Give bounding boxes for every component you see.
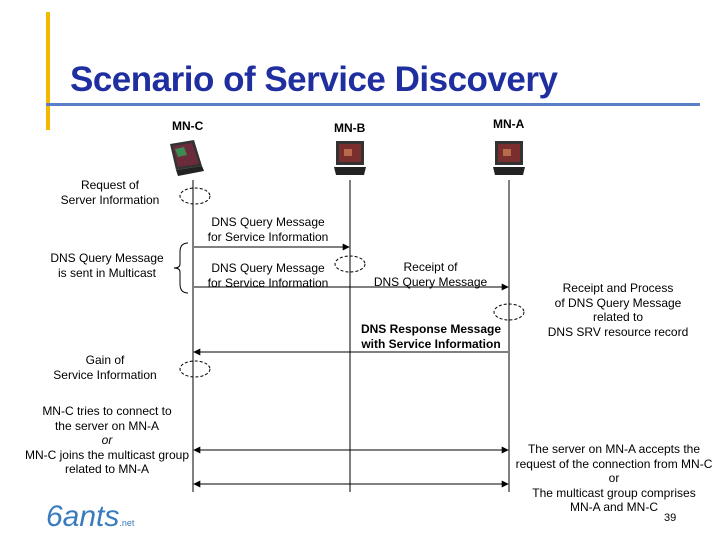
activity-gain-ellipse (179, 360, 211, 378)
laptop-icon-mn-a (493, 141, 525, 175)
title-underline (46, 103, 700, 106)
activity-process-mn-a-ellipse (493, 303, 525, 321)
multicast-brace (173, 242, 189, 294)
page-title: Scenario of Service Discovery (70, 60, 558, 99)
activity-request-ellipse (179, 187, 211, 205)
node-label-mn-a: MN-A (493, 117, 525, 131)
page-number: 39 (664, 512, 677, 524)
laptop-icon-mn-c (170, 140, 204, 176)
laptop-icon-mn-b (334, 141, 366, 175)
accent-bar-vertical (46, 12, 50, 130)
node-label-mn-c: MN-C (172, 119, 204, 133)
6ants-logo: 6ants.net (46, 500, 135, 533)
activity-receipt-mn-b-ellipse (334, 255, 366, 273)
node-label-mn-b: MN-B (334, 121, 366, 135)
